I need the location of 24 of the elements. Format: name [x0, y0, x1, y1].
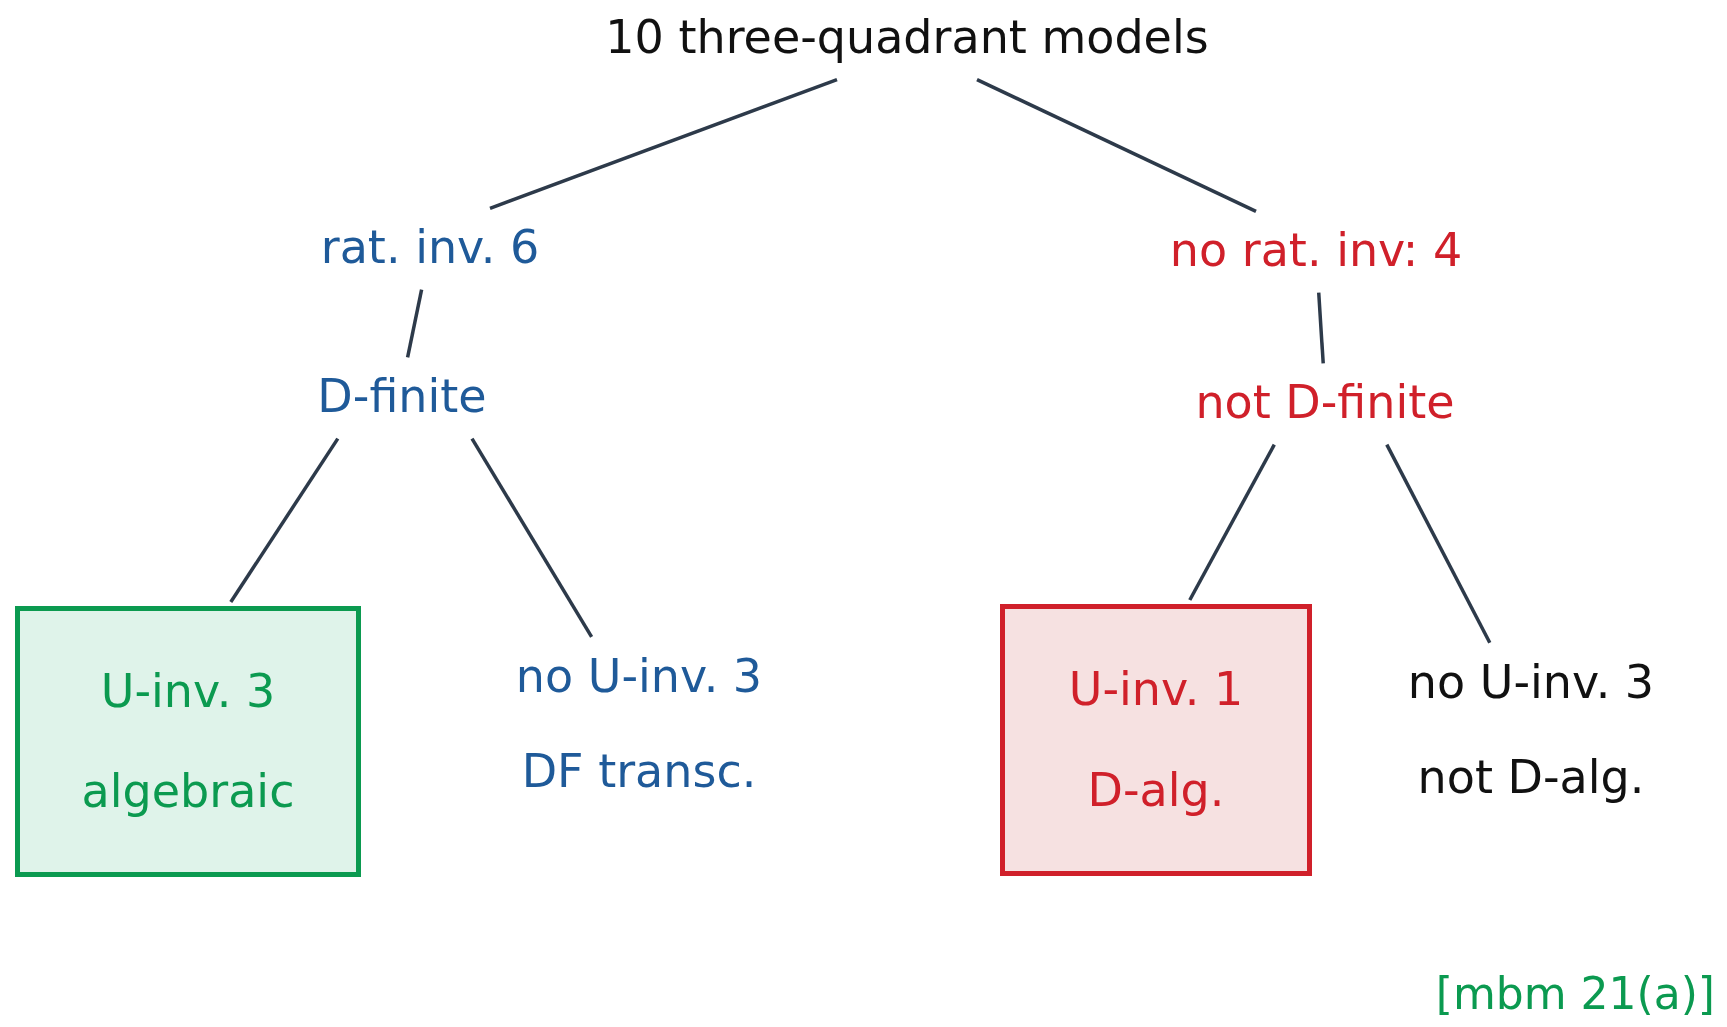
node-label: DF transc. — [520, 744, 758, 800]
tree-line — [1316, 292, 1325, 364]
node-label: no rat. inv: 4 — [1169, 223, 1463, 279]
node-label: no U-inv. 3 — [1407, 654, 1655, 710]
tree-line — [489, 77, 838, 211]
node-label: rat. inv. 6 — [320, 220, 540, 276]
result-box — [15, 606, 361, 877]
node-label: D-finite — [317, 369, 487, 425]
tree-line — [405, 289, 424, 358]
tree-line — [229, 437, 340, 603]
node-label: 10 three-quadrant models — [605, 10, 1209, 66]
tree-line — [1385, 443, 1492, 644]
box-label: D-alg. — [1086, 762, 1226, 819]
tree-line — [976, 78, 1257, 213]
reference-note: [mbm 21(a)] — [1435, 968, 1715, 1019]
box-label: U-inv. 1 — [1067, 661, 1245, 718]
node-label: no U-inv. 3 — [515, 648, 763, 704]
result-box — [1000, 604, 1312, 876]
box-label: algebraic — [80, 764, 296, 820]
box-label: U-inv. 3 — [99, 663, 277, 719]
node-label: not D-alg. — [1416, 750, 1646, 806]
node-label: not D-finite — [1195, 375, 1455, 431]
tree-line — [470, 437, 594, 638]
tree-line — [1188, 443, 1276, 601]
